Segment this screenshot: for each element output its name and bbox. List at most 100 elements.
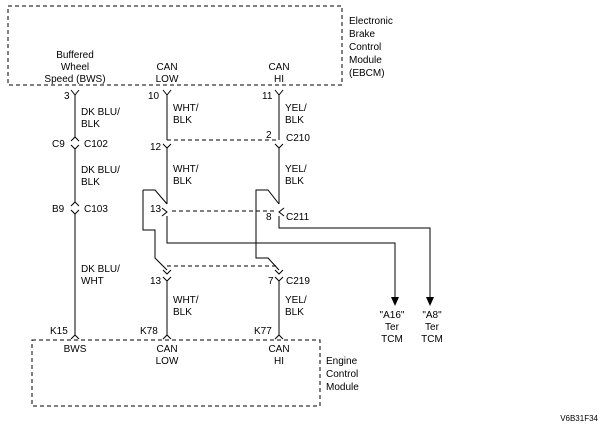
ebcm-pin-can-hi-line-2: HI xyxy=(274,74,284,85)
tcm-ref-a8-line-1: "A8" xyxy=(422,310,442,321)
connector-c211-low-loop xyxy=(142,190,156,238)
connector-c210-name: C210 xyxy=(286,133,310,144)
can-hi-wire-label-2: YEL/ BLK xyxy=(285,164,307,187)
ebcm-title-line-1: Electronic xyxy=(349,16,393,27)
ebcm-terminal-bws xyxy=(70,89,80,96)
can-low-wire-label-1-line-1: WHT/ xyxy=(173,103,199,114)
connector-c219-name: C219 xyxy=(286,276,310,287)
ebcm-terminal-can-hi xyxy=(274,89,284,96)
tcm-a16-branch-wire xyxy=(166,216,396,298)
can-hi-wire-label-1-line-2: BLK xyxy=(285,115,304,126)
ecm-pin-can-low-label: CAN LOW xyxy=(156,344,179,367)
ebcm-pin-bws-line-1: Buffered xyxy=(56,50,94,61)
connector-c102-name: C102 xyxy=(84,139,108,150)
connector-c210-pin-low: 12 xyxy=(150,142,162,153)
can-hi-wire-label-1: YEL/ BLK xyxy=(285,103,307,126)
connector-c219-hi-upper-symbol xyxy=(274,269,284,275)
can-low-wire-label-2: WHT/ BLK xyxy=(173,164,199,187)
can-hi-wire-label-3: YEL/ BLK xyxy=(285,295,307,318)
tcm-ref-a16-line-3: TCM xyxy=(381,334,403,345)
ecm-pin-number-can-low: K78 xyxy=(140,326,158,337)
connector-c210-pin-hi: 2 xyxy=(266,130,272,141)
tcm-a8-branch-wire xyxy=(278,216,431,298)
can-low-wire-label-3-line-2: BLK xyxy=(173,307,192,318)
can-hi-wire-3 xyxy=(255,240,280,271)
ecm-box xyxy=(31,339,321,407)
ebcm-pin-bws-label: Buffered Wheel Speed (BWS) xyxy=(44,50,105,85)
can-hi-wire-label-3-line-1: YEL/ xyxy=(285,295,307,306)
connector-c211: 13 8 C211 xyxy=(142,189,310,240)
connector-c211-name: C211 xyxy=(286,212,310,223)
ecm-pin-can-low-line-2: LOW xyxy=(156,356,179,367)
connector-c211-pin-low: 13 xyxy=(150,204,162,215)
ecm-pin-can-hi-line-2: HI xyxy=(274,356,284,367)
tcm-ref-a8-line-2: Ter xyxy=(425,322,440,333)
bws-wire-label-1: DK BLU/ BLK xyxy=(81,107,120,130)
can-low-wire-label-3: WHT/ BLK xyxy=(173,295,199,318)
connector-c211-low-symbol xyxy=(161,207,168,217)
connector-c211-hi-symbol xyxy=(278,207,285,217)
ebcm-pin-can-low-line-2: LOW xyxy=(156,74,179,85)
ebcm-pin-number-bws: 3 xyxy=(64,91,70,102)
ecm-title-line-2: Control xyxy=(326,369,358,380)
connector-c103-upper-symbol xyxy=(70,201,80,207)
can-hi-wire-label-3-line-2: BLK xyxy=(285,307,304,318)
can-hi-wire-label-2-line-2: BLK xyxy=(285,176,304,187)
can-low-wire-label-1-line-2: BLK xyxy=(173,115,192,126)
ebcm-title: Electronic Brake Control Module (EBCM) xyxy=(349,16,393,79)
connector-c211-hi-lead xyxy=(255,189,280,240)
connector-c219-hi-lower-symbol xyxy=(274,276,284,282)
tcm-a16-arrow xyxy=(391,297,399,306)
connector-c211-low-lead xyxy=(143,189,168,205)
tcm-ref-a16: "A16" Ter TCM xyxy=(380,310,405,345)
can-low-wire-label-3-line-1: WHT/ xyxy=(173,295,199,306)
connector-c102-lower-symbol xyxy=(70,144,80,150)
connector-c103-lower-symbol xyxy=(70,209,80,215)
bws-wire-label-3: DK BLU/ WHT xyxy=(81,264,120,287)
ebcm-pin-can-hi-line-1: CAN xyxy=(268,62,289,73)
bws-wire-label-1-line-2: BLK xyxy=(81,119,100,130)
can-low-wire-label-1: WHT/ BLK xyxy=(173,103,199,126)
can-low-wire-label-2-line-1: WHT/ xyxy=(173,164,199,175)
connector-c219-pin-low: 13 xyxy=(150,276,162,287)
ebcm-pin-can-hi-label: CAN HI xyxy=(268,62,289,85)
ecm-terminal-can-low xyxy=(162,334,172,340)
ecm-terminal-can-hi xyxy=(274,334,284,340)
bws-wire-label-2: DK BLU/ BLK xyxy=(81,165,120,188)
ecm-pin-can-low-line-1: CAN xyxy=(156,344,177,355)
connector-c102: C9 C102 xyxy=(52,136,108,150)
ecm-pin-can-hi-line-1: CAN xyxy=(268,344,289,355)
ecm-title-line-3: Module xyxy=(326,382,359,393)
bws-wire-label-2-line-1: DK BLU/ xyxy=(81,165,120,176)
bws-wire-label-3-line-1: DK BLU/ xyxy=(81,264,120,275)
figure-id: V6B31F34 xyxy=(560,414,598,423)
connector-c210-hi-symbol xyxy=(274,143,284,149)
tcm-ref-a8-line-3: TCM xyxy=(421,334,443,345)
ebcm-title-line-3: Control xyxy=(349,42,381,53)
tcm-ref-a8: "A8" Ter TCM xyxy=(421,310,443,345)
connector-c102-pin: C9 xyxy=(52,139,65,150)
ecm-pin-number-bws: K15 xyxy=(50,326,68,337)
bws-wire-label-1-line-1: DK BLU/ xyxy=(81,107,120,118)
ebcm-title-line-4: Module xyxy=(349,55,382,66)
ebcm-pin-can-low-label: CAN LOW xyxy=(156,62,179,85)
connector-c103-name: C103 xyxy=(84,204,108,215)
ebcm-pin-bws-line-2: Wheel xyxy=(61,62,89,73)
ebcm-terminal-can-low xyxy=(162,89,172,96)
ebcm-box xyxy=(7,5,343,86)
ebcm-title-line-2: Brake xyxy=(349,29,376,40)
tcm-ref-a16-line-1: "A16" xyxy=(380,310,405,321)
tcm-ref-a16-line-2: Ter xyxy=(385,322,400,333)
ecm-pin-can-hi-label: CAN HI xyxy=(268,344,289,367)
connector-c102-upper-symbol xyxy=(70,136,80,142)
ebcm-title-line-5: (EBCM) xyxy=(349,68,385,79)
connector-c103: B9 C103 xyxy=(52,201,108,215)
connector-c210-low-symbol xyxy=(162,143,172,149)
ecm-terminal-bws xyxy=(70,334,80,340)
connector-c219-low-upper-symbol xyxy=(162,269,172,275)
bws-wire-label-2-line-2: BLK xyxy=(81,177,100,188)
tcm-a8-arrow xyxy=(426,297,434,306)
connector-c211-pin-hi: 8 xyxy=(266,212,272,223)
